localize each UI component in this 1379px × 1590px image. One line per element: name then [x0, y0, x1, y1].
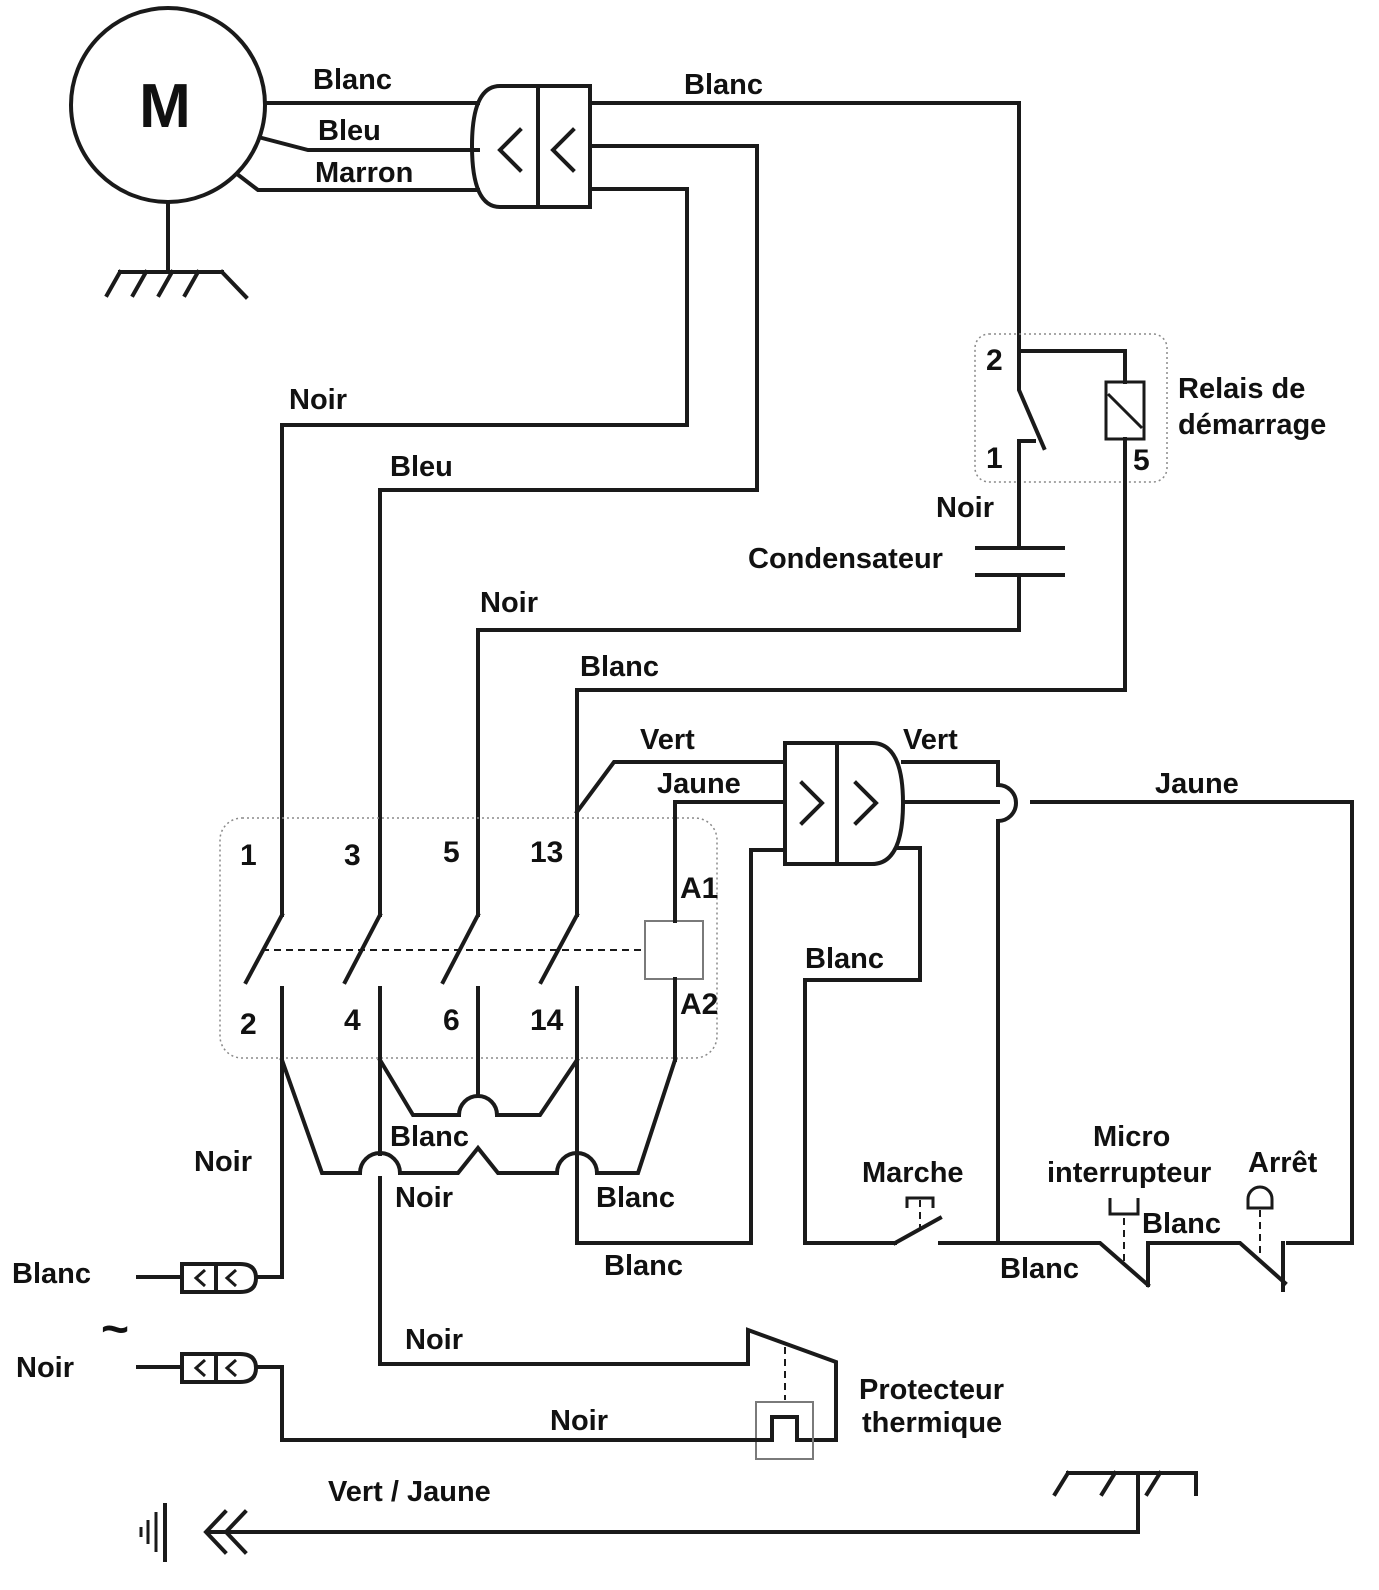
ac-symbol: ~ — [101, 1303, 129, 1356]
relay-coil — [575, 349, 1146, 814]
thermal-protector — [254, 1327, 838, 1460]
coil-terminal-a1: A1 — [680, 872, 718, 905]
supply-plug-noir — [136, 1352, 259, 1384]
wire-label-motor-marron: Marron — [315, 157, 413, 189]
contactor-terminal-3: 3 — [344, 839, 361, 872]
motor-wires — [234, 101, 480, 192]
micro-label-line-1: Micro — [1093, 1121, 1170, 1153]
contactor-contacts — [243, 810, 645, 1090]
wire-label-noir-thermal-top: Noir — [405, 1324, 463, 1356]
wire-label-noir-left: Noir — [194, 1146, 252, 1178]
relay-terminal-5: 5 — [1133, 444, 1150, 477]
wire-label-jaune-right: Jaune — [1155, 768, 1239, 800]
marche-label: Marche — [862, 1157, 964, 1189]
relay-box — [974, 333, 1168, 483]
arret-switch — [1198, 1185, 1288, 1292]
contactor-terminal-5: 5 — [443, 836, 460, 869]
ground-line — [139, 1470, 1198, 1562]
capacitor-label: Condensateur — [748, 543, 943, 575]
micro-switch — [996, 1198, 1202, 1288]
supply-label-noir: Noir — [16, 1352, 74, 1384]
motor-ground-symbol — [104, 269, 249, 300]
wire-label-noir-cond: Noir — [936, 492, 994, 524]
contactor-box — [219, 817, 718, 1059]
wire-label-vert-left: Vert — [640, 724, 695, 756]
coil-terminal-a2: A2 — [680, 988, 718, 1021]
wire-label-blanc-micro-left: Blanc — [1000, 1253, 1079, 1285]
top-connector — [469, 84, 592, 209]
arret-label: Arrêt — [1248, 1147, 1318, 1179]
green-yellow-wires — [574, 760, 787, 816]
supply-label-blanc: Blanc — [12, 1258, 91, 1290]
wire-label-blanc-bridge: Blanc — [390, 1121, 469, 1153]
motor: M — [69, 6, 267, 274]
relay-label-line-2: démarrage — [1178, 409, 1326, 441]
contactor-terminal-4: 4 — [344, 1004, 361, 1037]
contactor-terminal-13: 13 — [530, 836, 563, 869]
wire-label-blanc-bottom: Blanc — [604, 1250, 683, 1282]
wire-label-noir-thermal-bottom: Noir — [550, 1405, 608, 1437]
wire-label-blanc-mid: Blanc — [805, 943, 884, 975]
wire-label-noir-bridge: Noir — [395, 1182, 453, 1214]
contactor-terminal-6: 6 — [443, 1004, 460, 1037]
wire-label-jaune-left: Jaune — [657, 768, 741, 800]
ground-label: Vert / Jaune — [328, 1476, 491, 1508]
thermal-label-line-1: Protecteur — [859, 1374, 1004, 1406]
thermal-label-line-2: thermique — [862, 1407, 1002, 1439]
supply-plug-blanc — [136, 1262, 259, 1294]
wire-label-blanc-13: Blanc — [580, 651, 659, 683]
relay-terminal-1: 1 — [986, 442, 1003, 475]
motor-symbol: M — [139, 72, 191, 141]
wire-label-motor-blanc: Blanc — [313, 64, 392, 96]
wire-label-noir-5: Noir — [480, 587, 538, 619]
contactor-terminal-2: 2 — [240, 1008, 257, 1041]
middle-connector — [783, 741, 906, 866]
capacitor — [476, 546, 1065, 917]
wire-label-motor-bleu: Bleu — [318, 115, 381, 147]
relay-switch — [1017, 336, 1047, 547]
marche-switch — [836, 1196, 1000, 1246]
wire-label-blanc-14: Blanc — [596, 1182, 675, 1214]
micro-label-line-2: interrupteur — [1047, 1157, 1211, 1189]
relay-label-line-1: Relais de — [1178, 373, 1305, 405]
wire-label-blanc-top: Blanc — [684, 69, 763, 101]
bridge-wiring — [254, 1057, 678, 1366]
contactor-terminal-1: 1 — [240, 839, 257, 872]
relay-terminal-2: 2 — [986, 344, 1003, 377]
wire-label-vert-right: Vert — [903, 724, 958, 756]
top-wires — [280, 101, 1021, 917]
contactor-terminal-14: 14 — [530, 1004, 564, 1037]
contactor-coil — [644, 812, 704, 1062]
wire-label-blanc-micro-right: Blanc — [1142, 1208, 1221, 1240]
wire-label-noir-1: Noir — [289, 384, 347, 416]
wire-label-bleu-3: Bleu — [390, 451, 453, 483]
